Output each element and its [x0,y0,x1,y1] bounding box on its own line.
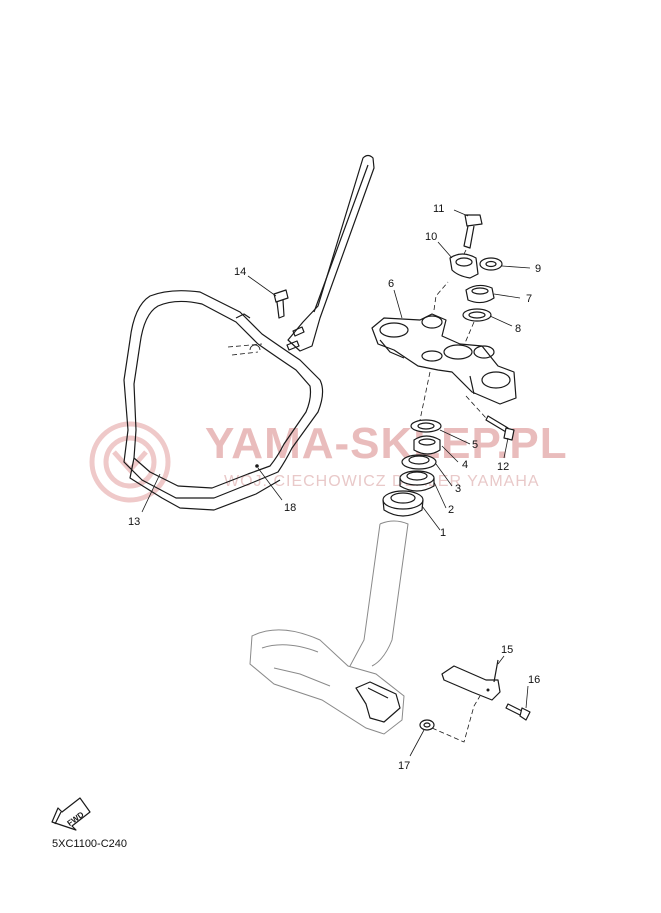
callout-15: 15 [501,644,513,656]
leader-lines [141,209,531,757]
fwd-arrow: FWD [51,797,91,831]
callout-10: 10 [425,231,437,243]
callout-12: 12 [497,461,509,473]
stay-slots [286,326,305,351]
callout-13: 13 [128,516,140,528]
dust-seal-3 [401,454,437,470]
upper-bracket-6 [371,313,517,405]
callout-18: 18 [284,502,296,514]
bearing-race-1 [382,490,424,517]
callout-1: 1 [440,527,446,539]
callout-7: 7 [526,293,532,305]
callout-14: 14 [234,266,246,278]
bolt-11 [463,214,483,249]
callout-9: 9 [535,263,541,275]
upper-bracket-assembly [371,214,517,441]
callouts: 11 10 9 7 8 6 14 5 4 3 2 1 12 13 18 15 1… [128,203,541,772]
callout-3: 3 [455,483,461,495]
screw-14 [273,289,289,319]
stay-15 [441,659,501,701]
washer-8 [462,308,492,322]
watermark-logo [89,421,171,503]
plate-marker [255,464,259,468]
ring-nut-4 [413,435,441,455]
holder-cap-10 [449,253,479,279]
callout-16: 16 [528,674,540,686]
callout-5: 5 [472,439,478,451]
callout-17: 17 [398,760,410,772]
stay-15-group [419,659,531,743]
number-plate [123,154,375,511]
diagram-code: 5XC1100-C240 [52,838,128,850]
bearing-stack [382,371,442,517]
washer-9 [479,257,503,271]
bolt-16 [505,703,531,721]
steering-stem [249,520,409,735]
watermark: YAMA-SKLEP.PL WOJ. CIECHOWICZ DEALER YAM… [89,419,568,503]
callout-4: 4 [462,459,468,471]
nut-7 [465,284,495,304]
watermark-subtext: WOJ. CIECHOWICZ DEALER YAMAHA [224,473,540,490]
washer-5 [410,419,442,433]
bearing-2 [399,470,435,492]
watermark-text: YAMA-SKLEP.PL [205,419,568,468]
callout-11: 11 [433,203,444,215]
collar-17 [419,719,435,731]
bolt-12 [485,415,515,441]
callout-2: 2 [448,504,454,516]
callout-6: 6 [388,278,394,290]
callout-8: 8 [515,323,521,335]
